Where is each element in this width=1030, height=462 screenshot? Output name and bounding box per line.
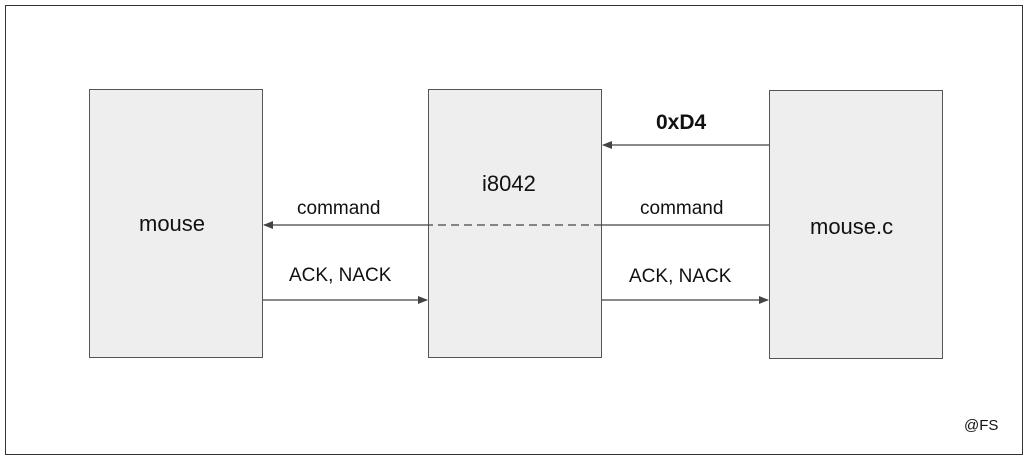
i8042-box <box>428 89 602 358</box>
diagram-frame <box>5 5 1023 455</box>
ack-label-left: ACK, NACK <box>289 265 392 286</box>
credit-text: @FS <box>964 417 999 434</box>
ack-label-right: ACK, NACK <box>629 266 732 287</box>
i8042-label: i8042 <box>482 171 536 196</box>
port-command-label: 0xD4 <box>656 111 707 134</box>
mouse-c-label: mouse.c <box>810 214 894 239</box>
mouse-label: mouse <box>139 211 206 236</box>
command-label-left: command <box>297 198 381 219</box>
mouse-c-box <box>769 90 943 359</box>
mouse-box <box>89 89 263 358</box>
command-label-right: command <box>640 198 724 219</box>
